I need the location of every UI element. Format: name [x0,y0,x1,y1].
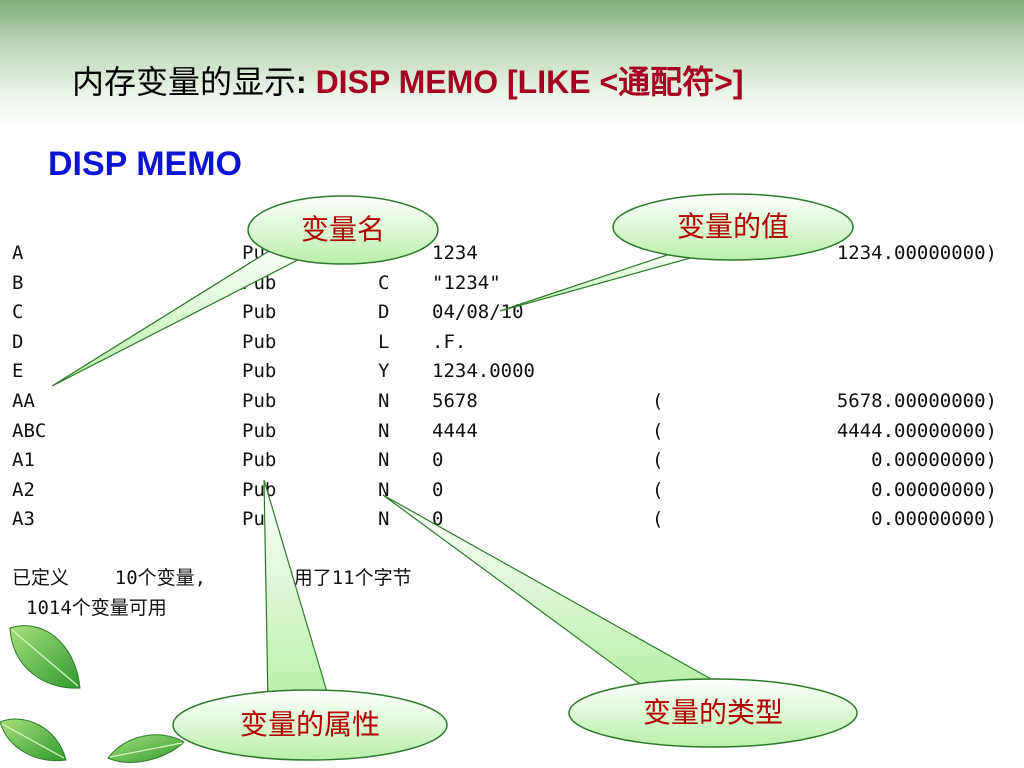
var-name-cell: E [12,360,24,383]
open-paren-cell: ( [652,419,664,442]
var-type-cell: N [378,449,390,472]
summary-available: 1014个变量可用 [26,597,167,619]
open-paren-cell: ( [652,449,664,472]
summary-defined: 已定义 10个变量, 占用了11个字节 [12,567,412,589]
open-paren-cell: ( [652,478,664,501]
title-command-syntax: DISP MEMO [LIKE <通配符>] [306,64,744,100]
var-value-cell: 0 [432,508,444,531]
var-name-cell: A [12,242,24,264]
var-name-cell: D [12,330,24,353]
var-scope-cell: Pub [242,360,277,383]
command-heading: DISP MEMO [48,145,242,183]
var-name-cell: ABC [12,419,47,442]
callout-label-var-type: 变量的类型 [642,696,783,729]
var-type-cell: Y [378,360,390,383]
var-value-cell: 04/08/10 [432,301,524,324]
var-type-cell: C [378,271,390,294]
title-colon: : [296,64,307,100]
var-name-cell: AA [12,390,35,412]
var-scope-cell: Pub [242,390,277,412]
slide-header-band [0,0,1024,130]
var-value-cell: 4444 [432,419,478,442]
var-type-cell: L [378,330,390,353]
var-name-cell: A1 [12,449,35,472]
callout-var-attr [172,479,448,761]
numeric-value-cell: 0.00000000) [871,508,997,531]
numeric-value-cell: 5678.00000000) [836,390,997,412]
callout-var-name [51,195,439,387]
callout-label-var-value: 变量的值 [676,210,789,243]
var-type-cell: N [378,419,390,442]
callout-var-type [382,494,858,748]
var-type-cell: D [378,301,390,324]
listing-row: D Pub L .F. [0,327,1024,357]
listing-row: C Pub D 04/08/10 [0,297,1024,327]
var-scope-cell: Pub [242,301,277,324]
callout-label-var-name: 变量名 [300,213,385,246]
var-type-cell: N [378,390,390,412]
listing-row: E Pub Y 1234.0000 [0,356,1024,386]
numeric-value-cell: 0.00000000) [871,449,997,472]
var-value-cell: 5678 [432,390,478,412]
leaf-decoration [0,625,185,763]
listing-row: A1 Pub N 0 (0.00000000) [0,445,1024,475]
var-value-cell: 0 [432,478,444,501]
listing-row: ABC Pub N 4444 (4444.00000000) [0,416,1024,446]
var-name-cell: C [12,301,24,324]
var-name-cell: B [12,271,24,294]
listing-row: AA Pub N 5678 (5678.00000000) [0,386,1024,416]
open-paren-cell: ( [652,508,664,531]
numeric-value-cell: 0.00000000) [871,478,997,501]
title-chinese: 内存变量的显示 [72,63,297,101]
var-scope-cell: Pub [242,419,277,442]
var-value-cell: .F. [432,330,467,353]
var-type-cell: N [378,478,390,501]
open-paren-cell: ( [652,390,664,412]
numeric-value-cell: 4444.00000000) [836,419,997,442]
callout-var-value [499,193,854,312]
var-value-cell: 1234 [432,242,478,264]
var-scope-cell: Pub [242,330,277,353]
var-value-cell: "1234" [432,271,501,294]
numeric-value-cell: 1234.00000000) [836,242,997,264]
var-value-cell: 0 [432,449,444,472]
callout-label-var-attr: 变量的属性 [239,708,380,741]
var-scope-cell: Pub [242,449,277,472]
var-value-cell: 1234.0000 [432,360,535,383]
slide-title: 内存变量的显示: DISP MEMO [LIKE <通配符>] [72,52,743,112]
var-name-cell: A3 [12,508,35,531]
var-type-cell: N [378,508,390,531]
var-name-cell: A2 [12,478,35,501]
